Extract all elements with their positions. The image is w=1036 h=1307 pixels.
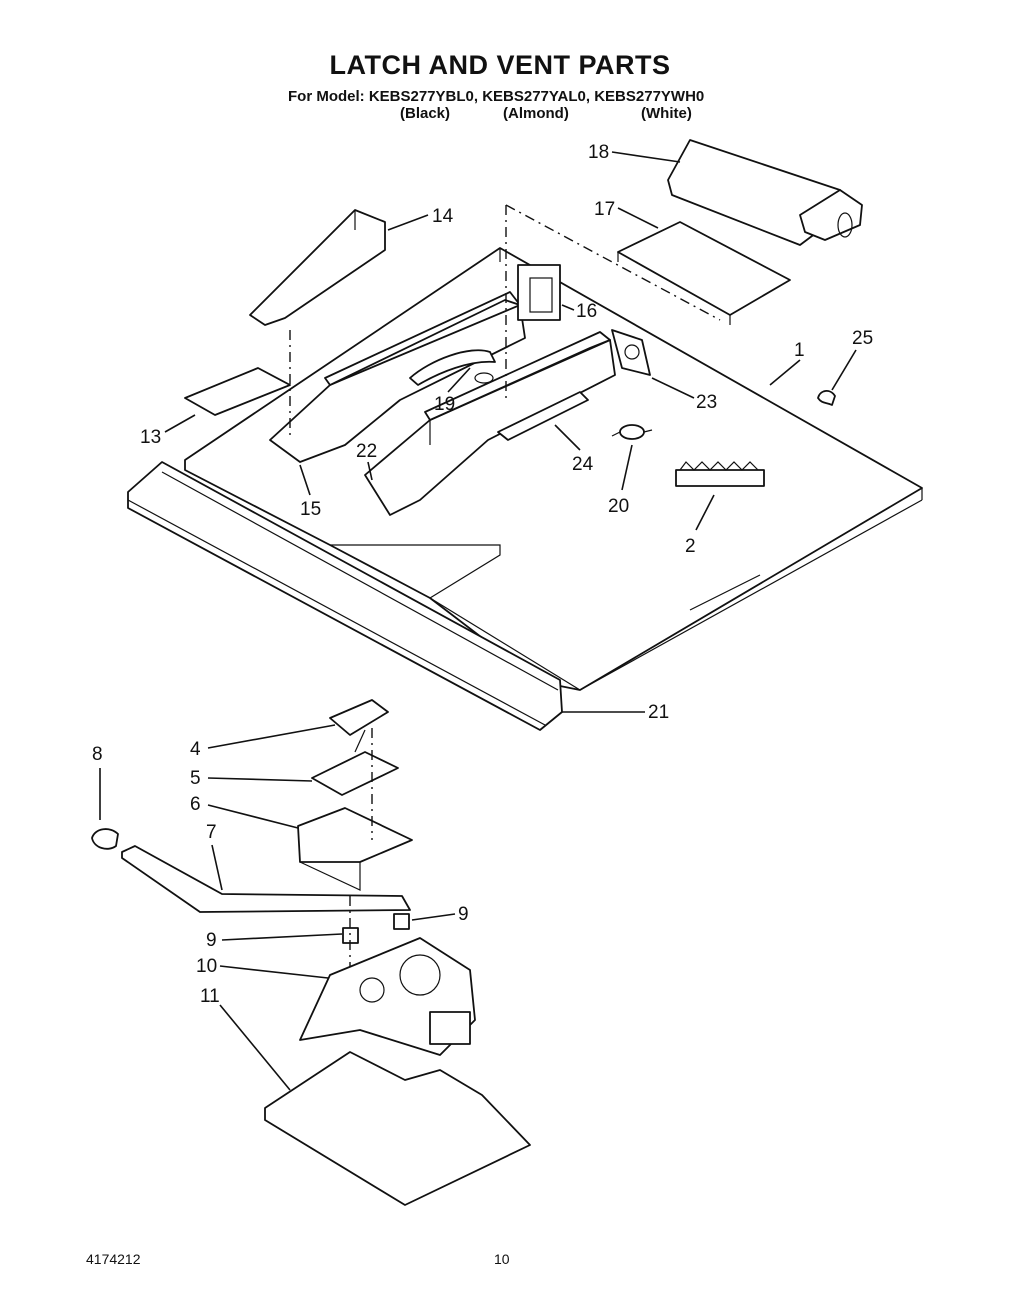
latch-mechanism-10 <box>299 937 476 1056</box>
callout-10: 10 <box>196 956 217 977</box>
bracket-6 <box>297 728 413 891</box>
color-almond: (Almond) <box>503 105 569 122</box>
insulator-5 <box>311 751 399 796</box>
spacer-9b <box>393 913 410 930</box>
callout-9-left: 9 <box>206 930 217 951</box>
callout-23: 23 <box>696 392 717 413</box>
page-title: LATCH AND VENT PARTS <box>329 50 671 80</box>
color-black: (Black) <box>400 105 451 122</box>
callout-19: 19 <box>434 394 455 415</box>
clip-20 <box>611 424 653 440</box>
channel-24 <box>497 391 589 441</box>
callout-15: 15 <box>300 499 321 520</box>
color-white: (White) <box>641 105 692 122</box>
clip-25 <box>817 390 836 406</box>
callout-9-right: 9 <box>458 904 469 925</box>
bracket-23 <box>611 329 651 376</box>
switch-4 <box>329 699 389 753</box>
callout-22: 22 <box>356 441 377 462</box>
document-number: 4174212 <box>86 1251 141 1267</box>
callout-1: 1 <box>794 340 805 361</box>
latch-arm-7 <box>121 845 411 913</box>
hose-19 <box>409 349 496 386</box>
callout-2: 2 <box>685 536 696 557</box>
callout-6: 6 <box>190 794 201 815</box>
callout-24: 24 <box>572 454 594 475</box>
page-number: 10 <box>494 1251 510 1267</box>
callout-13: 13 <box>140 427 161 448</box>
callout-21: 21 <box>648 702 669 723</box>
callout-14: 14 <box>432 206 454 227</box>
callout-4: 4 <box>190 739 201 760</box>
cover-plate-11 <box>264 1051 531 1206</box>
callouts: 1 2 4 5 6 7 8 9 9 10 11 13 14 15 16 17 1… <box>92 142 873 1091</box>
callout-5: 5 <box>190 768 201 789</box>
duct-cover-14 <box>249 209 386 326</box>
callout-11: 11 <box>200 986 220 1007</box>
bracket-16 <box>517 264 561 321</box>
knob-8 <box>91 828 119 850</box>
clip-13 <box>184 367 291 416</box>
vent-duct-15 <box>269 291 526 463</box>
terminal-block-2 <box>675 461 765 487</box>
front-trim <box>127 461 563 731</box>
plate-17 <box>617 221 791 325</box>
callout-8: 8 <box>92 744 103 765</box>
callout-17: 17 <box>594 199 615 220</box>
callout-7: 7 <box>206 822 217 843</box>
callout-16: 16 <box>576 301 597 322</box>
callout-25: 25 <box>852 328 873 349</box>
callout-18: 18 <box>588 142 609 163</box>
motor-18 <box>667 139 863 246</box>
model-line: For Model: KEBS277YBL0, KEBS277YAL0, KEB… <box>288 88 705 105</box>
callout-20: 20 <box>608 496 629 517</box>
